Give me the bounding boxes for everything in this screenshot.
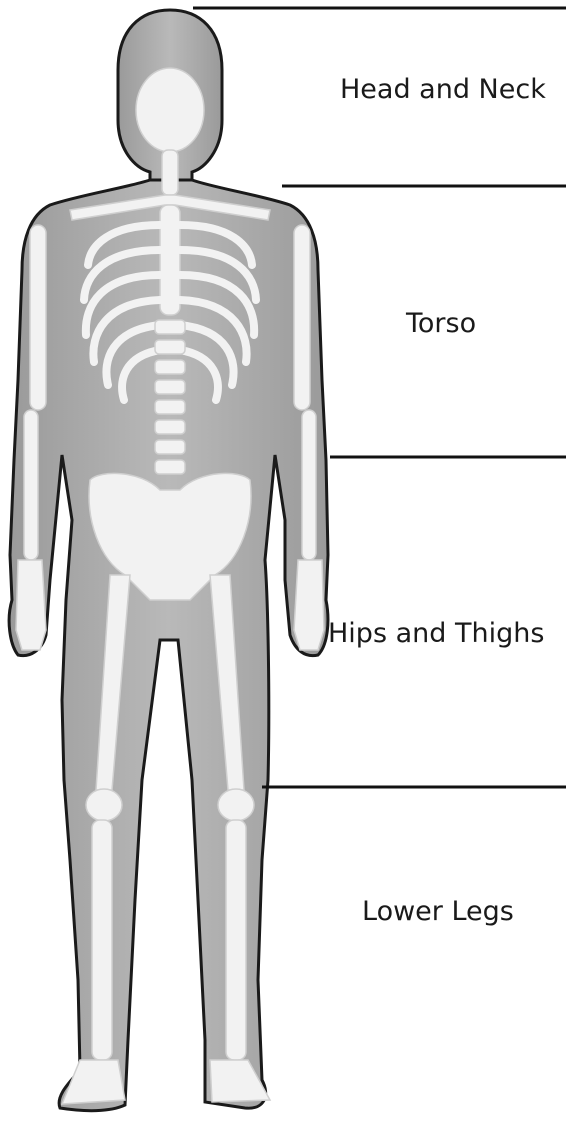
cervical-spine [162,150,178,195]
left-humerus [30,225,46,410]
right-knee [218,789,254,821]
left-foot [62,1060,125,1104]
left-forearm [24,410,38,560]
label-hips-and-thighs: Hips and Thighs [328,618,544,649]
label-torso: Torso [406,308,476,339]
left-hand [16,560,46,650]
label-lower-legs: Lower Legs [362,896,514,927]
label-head-and-neck: Head and Neck [340,74,546,105]
right-humerus [294,225,310,410]
left-tibia [92,820,112,1060]
right-forearm [302,410,316,560]
right-tibia [226,820,246,1060]
left-knee [86,789,122,821]
skull [136,68,204,152]
right-hand [294,560,324,650]
